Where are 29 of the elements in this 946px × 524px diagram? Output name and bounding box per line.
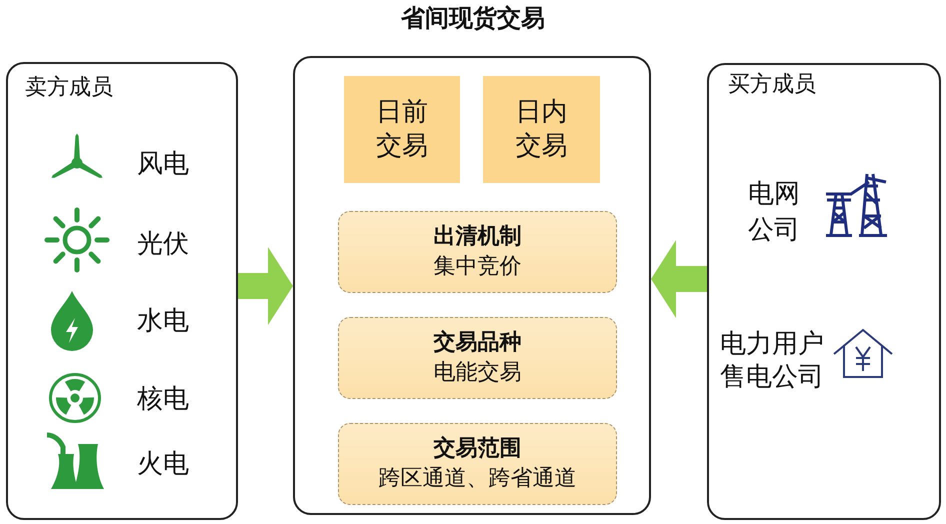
rounded-panel xyxy=(6,62,238,520)
card-body: 跨区通道、跨省通道 xyxy=(378,465,576,493)
item-label: 电力用户 xyxy=(720,328,824,360)
item-label: 核电 xyxy=(137,383,189,416)
panel-heading: 买方成员 xyxy=(728,72,816,98)
node-label: 日前交易 xyxy=(375,96,429,162)
block-arrow xyxy=(651,240,707,318)
card-heading: 交易品种 xyxy=(434,328,522,358)
item-label: 电网公司 xyxy=(748,178,801,248)
block-arrow xyxy=(238,247,293,325)
rounded-panel xyxy=(707,63,941,520)
dashed-card xyxy=(338,317,617,399)
trading-box xyxy=(344,76,460,183)
dashed-card xyxy=(338,423,617,505)
item-label: 火电 xyxy=(137,448,189,481)
card-body: 集中竞价 xyxy=(434,253,522,281)
diagram-title: 省间现货交易 xyxy=(400,4,546,33)
item-label: 光伏 xyxy=(137,228,189,261)
card-heading: 出清机制 xyxy=(434,223,522,252)
dashed-card xyxy=(338,211,617,293)
item-label: 水电 xyxy=(137,305,189,338)
panel-heading: 卖方成员 xyxy=(25,75,113,102)
node-label: 日内交易 xyxy=(514,96,568,162)
card-heading: 交易范围 xyxy=(434,434,522,464)
card-body: 电能交易 xyxy=(434,359,522,387)
trading-box xyxy=(483,76,600,183)
item-label: 风电 xyxy=(137,148,189,181)
rounded-panel xyxy=(293,56,651,515)
item-label: 售电公司 xyxy=(720,361,824,394)
